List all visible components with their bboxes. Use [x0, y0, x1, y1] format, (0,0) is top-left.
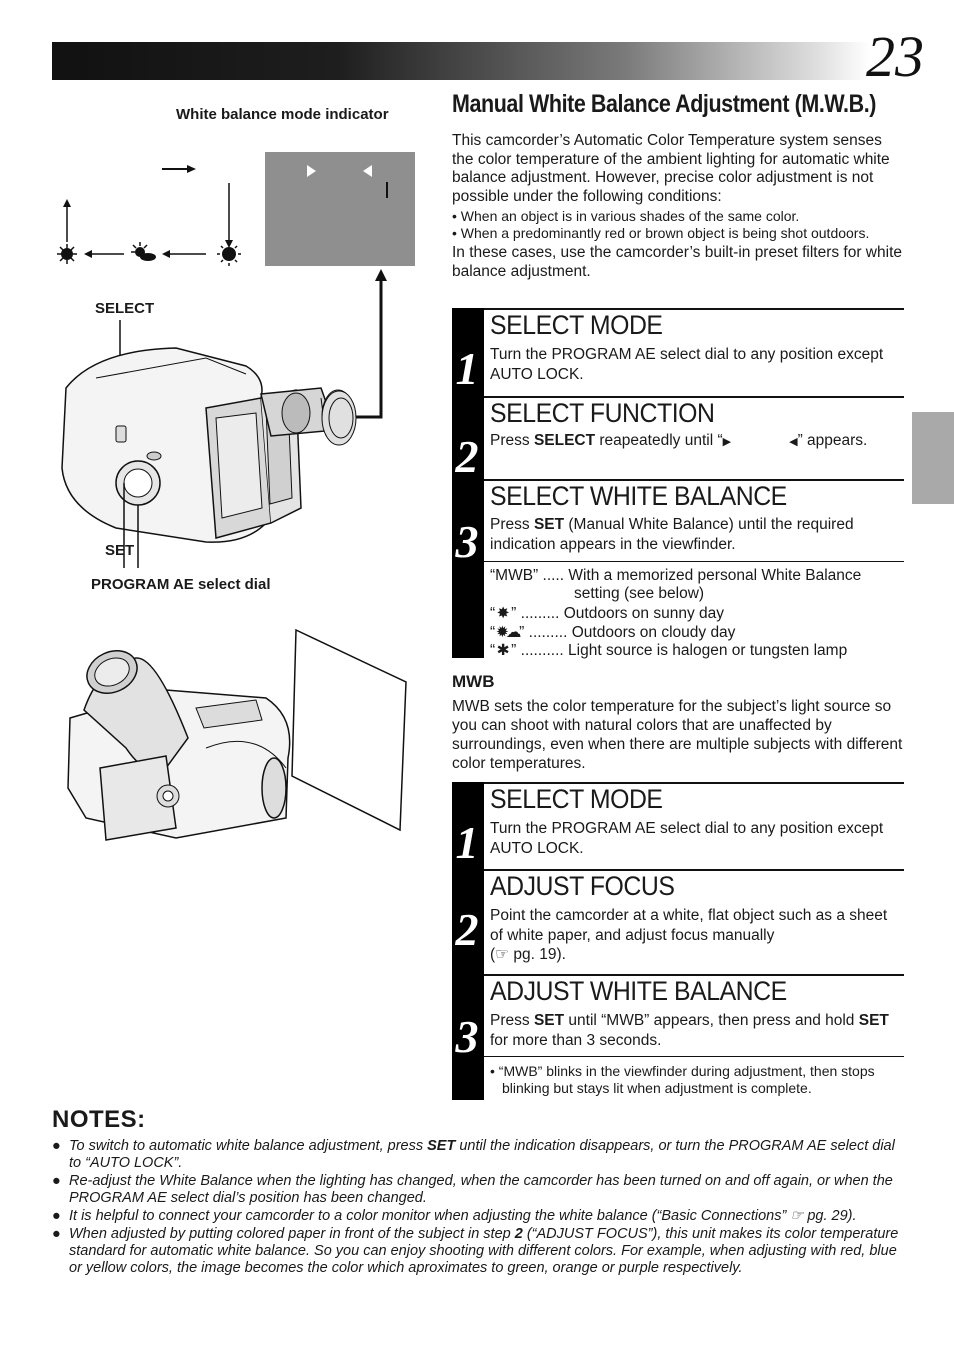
step-text: Press SET (Manual White Balance) until t… [490, 516, 854, 553]
viewfinder-display [265, 152, 415, 266]
note-item: ●To switch to automatic white balance ad… [52, 1138, 895, 1171]
mwb-text: MWB sets the color temperature for the s… [452, 698, 903, 772]
wb-indicator-label: White balance mode indicator [176, 106, 389, 123]
step-number: 2 [455, 431, 479, 482]
mwb-blink-note: • “MWB” blinks in the viewfinder during … [484, 1056, 904, 1101]
steps-section-1: 1 SELECT MODE Turn the PROGRAM AE select… [452, 308, 904, 659]
step-number: 3 [455, 1011, 479, 1062]
notes-heading: NOTES: [52, 1106, 146, 1133]
step-number-column [452, 782, 484, 1100]
note-item: ●When adjusted by putting colored paper … [52, 1226, 899, 1276]
step-text: Point the camcorder at a white, flat obj… [490, 907, 888, 963]
page-title: Manual White Balance Adjustment (M.W.B.) [452, 90, 876, 118]
mode-cloudy: “✹☁” ......... Outdoors on cloudy day [490, 624, 736, 641]
step-select-white-balance: 3 SELECT WHITE BALANCE Press SET (Manual… [456, 479, 904, 565]
halogen-icon: ✱ [496, 642, 510, 659]
step-number-column [452, 308, 484, 658]
program-dial-label: PROGRAM AE select dial [91, 576, 271, 593]
step-adjust-white-balance: 3 ADJUST WHITE BALANCE Press SET until “… [456, 974, 904, 1060]
mode-list: “MWB” ..... With a memorized personal Wh… [484, 561, 904, 659]
note-item: ●Re-adjust the White Balance when the li… [52, 1173, 893, 1206]
intro-paragraph: In these cases, use the camcorder’s buil… [452, 244, 902, 280]
mwb-heading: MWB [452, 672, 495, 691]
step-title: SELECT WHITE BALANCE [490, 481, 787, 511]
step-select-function: 2 SELECT FUNCTION Press SELECT reapeated… [456, 396, 904, 480]
step-text: Press SELECT reapeatedly until “▶◀” appe… [490, 432, 868, 449]
page-number: 23 [866, 24, 924, 89]
mode-sunny: “✸” ......... Outdoors on sunny day [490, 605, 724, 622]
mode-mwb-cont: setting (see below) [574, 585, 705, 602]
step-text: Turn the PROGRAM AE select dial to any p… [490, 820, 884, 857]
step-select-mode: 1 SELECT MODE Turn the PROGRAM AE select… [456, 782, 904, 870]
step-number: 1 [455, 343, 479, 394]
mode-halogen: “✱” .......... Light source is halogen o… [490, 642, 848, 659]
step-title: SELECT MODE [490, 310, 663, 340]
step-select-mode: 1 SELECT MODE Turn the PROGRAM AE select… [456, 308, 904, 397]
step-title: SELECT MODE [490, 784, 663, 814]
select-label: SELECT [95, 300, 155, 317]
intro-bullet: • When an object is in various shades of… [452, 208, 800, 224]
step-text: Press SET until “MWB” appears, then pres… [490, 1012, 889, 1049]
intro-bullet: • When a predominantly red or brown obje… [452, 225, 870, 241]
step-title: ADJUST FOCUS [490, 871, 675, 901]
header-bar [52, 42, 870, 80]
notes-list: ●To switch to automatic white balance ad… [52, 1138, 902, 1278]
step-number: 3 [455, 516, 479, 567]
right-arrow-icon [307, 165, 316, 177]
halogen-icon [57, 244, 77, 264]
mode-mwb: “MWB” ..... With a memorized personal Wh… [490, 567, 862, 584]
cloudy-icon: ✹☁ [495, 624, 522, 641]
camcorder-illustration [61, 320, 357, 568]
step-adjust-focus: 2 ADJUST FOCUS Point the camcorder at a … [456, 869, 904, 975]
blink-note-text: • “MWB” blinks in the viewfinder during … [490, 1063, 875, 1096]
camcorder-white-paper-illustration [67, 628, 407, 841]
sun-icon: ✸ [496, 605, 510, 622]
section-tab [912, 412, 954, 504]
step-number: 2 [455, 904, 479, 955]
white-paper [291, 628, 407, 832]
cloudy-icon [131, 242, 156, 261]
step-title: ADJUST WHITE BALANCE [490, 976, 787, 1006]
step-text: Turn the PROGRAM AE select dial to any p… [490, 346, 884, 383]
steps-section-2: 1 SELECT MODE Turn the PROGRAM AE select… [452, 782, 904, 1100]
sun-icon [217, 242, 241, 266]
viewfinder-arrows [307, 165, 388, 198]
step-title: SELECT FUNCTION [490, 398, 715, 428]
intro-text: This camcorder’s Automatic Color Tempera… [452, 132, 904, 281]
note-item: ●It is helpful to connect your camcorder… [52, 1208, 857, 1224]
left-arrow-icon [363, 165, 372, 177]
step-number: 1 [455, 817, 479, 868]
intro-paragraph: This camcorder’s Automatic Color Tempera… [452, 132, 890, 205]
set-label: SET [105, 542, 135, 559]
